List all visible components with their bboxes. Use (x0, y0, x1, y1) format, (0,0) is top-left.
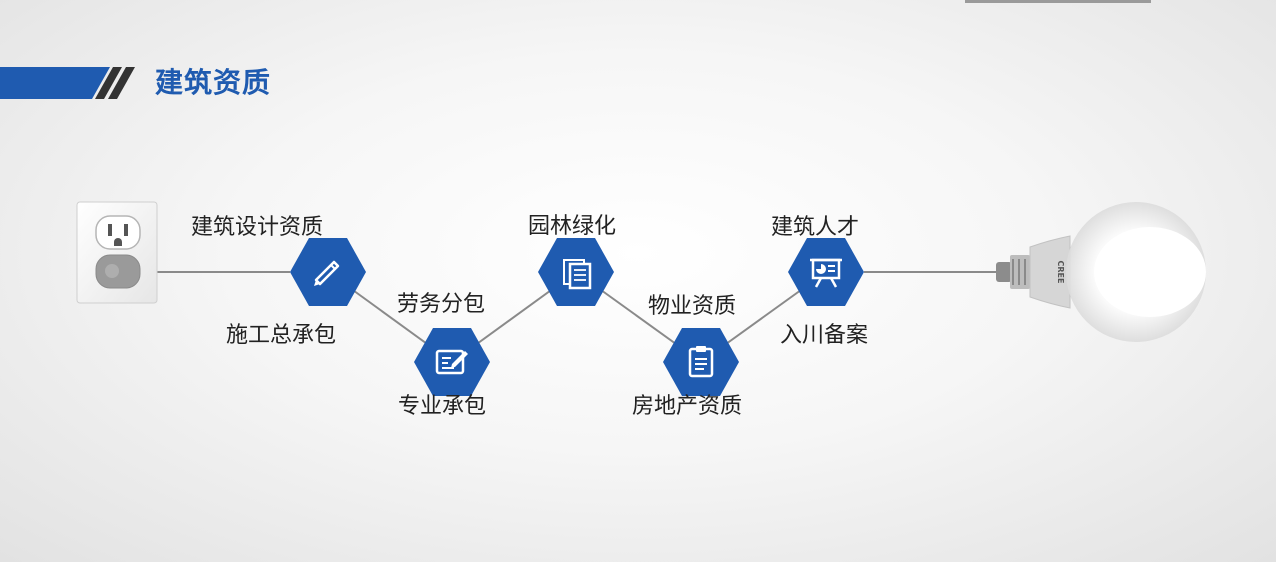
node-4-label: 房地产资质 (632, 394, 743, 419)
title-accent-bar (0, 67, 135, 99)
node-4-hexagon (663, 328, 739, 396)
node-1-sublabel: 施工总承包 (226, 323, 337, 348)
node-5-label: 建筑人才 (771, 215, 860, 240)
node-2-label: 专业承包 (398, 394, 487, 419)
node-2-hexagon (414, 328, 490, 396)
node-1-label: 建筑设计资质 (191, 215, 324, 240)
page-title: 建筑资质 (155, 66, 272, 99)
documents-icon (563, 259, 592, 290)
pencil-icon (314, 260, 340, 286)
node-2-sublabel: 劳务分包 (397, 292, 486, 317)
presentation-board-icon (810, 258, 842, 288)
node-1-hexagon (290, 238, 366, 306)
top-edge-bar (965, 0, 1151, 3)
edit-document-icon (435, 349, 468, 375)
node-3-label: 园林绿化 (528, 214, 617, 239)
clipboard-icon (688, 346, 714, 378)
bulb-brand-label: CREE (1056, 261, 1065, 284)
node-4-sublabel: 物业资质 (648, 294, 737, 319)
light-bulb-icon: CREE (996, 202, 1206, 342)
node-5-hexagon (788, 238, 864, 306)
node-3-hexagon (538, 238, 614, 306)
node-5-sublabel: 入川备案 (780, 323, 869, 348)
outlet-icon (76, 201, 158, 304)
